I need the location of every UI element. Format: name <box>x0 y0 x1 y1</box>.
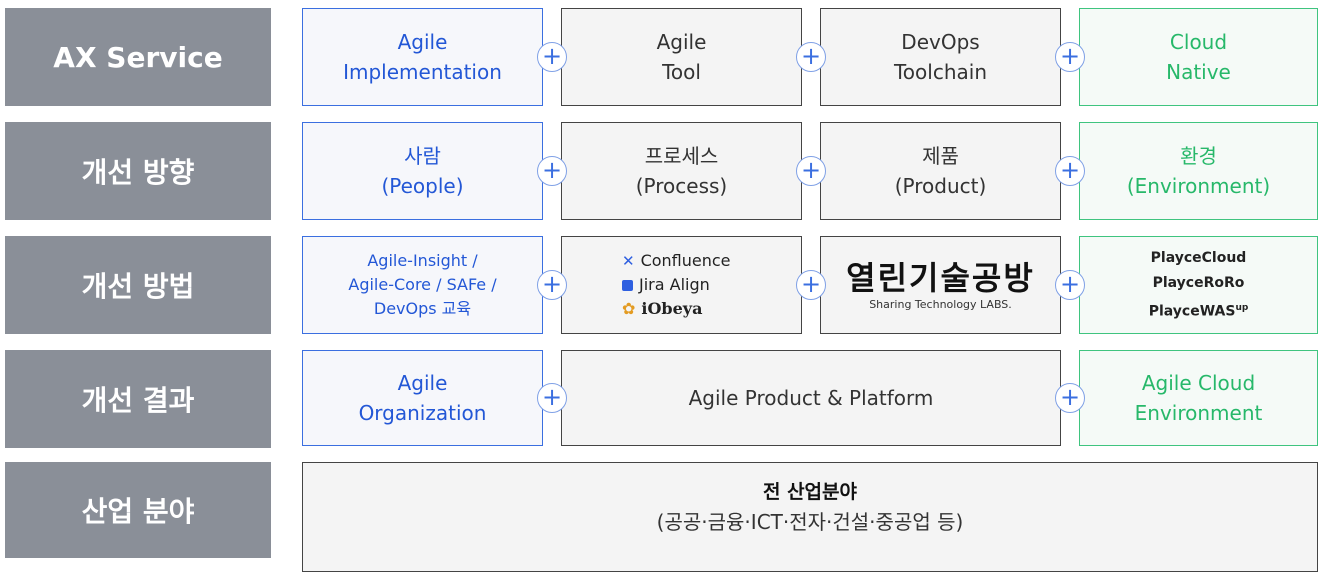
cell-line: Toolchain <box>893 60 987 84</box>
open-tech-lab-tagline: Sharing Technology LABS. <box>869 298 1012 311</box>
industry-title: 전 산업분야 <box>762 481 857 503</box>
plus-icon: + <box>537 383 567 413</box>
cell-line: Native <box>1166 60 1231 84</box>
cell-agile-implementation: Agile Implementation <box>302 8 543 106</box>
jira-align-icon <box>622 279 633 291</box>
cell-line: DevOps 교육 <box>373 299 472 318</box>
cell-line: (Environment) <box>1126 174 1271 198</box>
cell-agile-organization: Agile Organization <box>302 350 543 446</box>
cell-line: Environment <box>1134 401 1263 425</box>
cell-line: (People) <box>381 174 464 198</box>
cell-devops-toolchain: DevOps Toolchain <box>820 8 1061 106</box>
plus-icon: + <box>537 42 567 72</box>
cell-line: 사람 <box>404 144 441 168</box>
row-label-direction: 개선 방향 <box>5 122 271 220</box>
tool-name: iObeya <box>641 299 703 318</box>
cell-agile-tools: ✕ Confluence Jira Align ✿ iObeya <box>561 236 802 334</box>
tool-iobeya: ✿ iObeya <box>622 297 702 321</box>
cell-education: Agile-Insight / Agile-Core / SAFe / DevO… <box>302 236 543 334</box>
tool-name: Confluence <box>640 251 731 270</box>
cell-line: Cloud <box>1169 30 1228 54</box>
playce-was-text: PlayceWAS <box>1148 303 1236 320</box>
cell-product: 제품 (Product) <box>820 122 1061 220</box>
cell-line: 제품 <box>922 144 959 168</box>
cell-line: 프로세스 <box>644 144 719 168</box>
cell-line: (Process) <box>635 174 728 198</box>
plus-icon: + <box>796 270 826 300</box>
cell-agile-product-platform: Agile Product & Platform <box>561 350 1061 446</box>
cell-line: (Product) <box>894 174 987 198</box>
cell-line: Agile-Insight / <box>367 251 478 270</box>
plus-icon: + <box>1055 270 1085 300</box>
cell-agile-cloud-environment: Agile Cloud Environment <box>1079 350 1318 446</box>
cell-line: Agile <box>397 30 448 54</box>
open-tech-lab-logo: 열린기술공방 <box>846 259 1035 297</box>
plus-icon: + <box>796 156 826 186</box>
cell-line: 환경 <box>1180 144 1217 168</box>
cell-people: 사람 (People) <box>302 122 543 220</box>
cell-line: Agile-Core / SAFe / <box>348 275 497 294</box>
plus-icon: + <box>796 42 826 72</box>
cell-line: Agile Cloud <box>1141 371 1256 395</box>
cell-playce-products: PlayceCloud PlayceRoRo PlayceWASup <box>1079 236 1318 334</box>
cell-line: Organization <box>358 401 487 425</box>
cell-process: 프로세스 (Process) <box>561 122 802 220</box>
cell-line: Tool <box>662 60 701 84</box>
industry-detail: (공공·금융·ICT·전자·건설·중공업 등) <box>656 510 964 534</box>
row-label-industry: 산업 분야 <box>5 462 271 558</box>
cell-line: DevOps <box>901 30 980 54</box>
cell-line: Agile <box>397 371 448 395</box>
plus-icon: + <box>1055 156 1085 186</box>
plus-icon: + <box>537 156 567 186</box>
tool-confluence: ✕ Confluence <box>622 249 731 273</box>
playce-was-logo: PlayceWASup <box>1149 296 1249 325</box>
tool-name: Jira Align <box>639 275 710 294</box>
cell-line: Agile <box>656 30 707 54</box>
cell-cloud-native: Cloud Native <box>1079 8 1318 106</box>
row-label-service: AX Service <box>5 8 271 106</box>
playce-roro-logo: PlayceRoRo <box>1152 274 1245 291</box>
iobeya-icon: ✿ <box>622 299 636 318</box>
cell-agile-tool: Agile Tool <box>561 8 802 106</box>
plus-icon: + <box>537 270 567 300</box>
confluence-icon: ✕ <box>622 252 635 270</box>
playce-cloud-logo: PlayceCloud <box>1150 249 1247 266</box>
plus-icon: + <box>1055 42 1085 72</box>
cell-all-industries: 전 산업분야 (공공·금융·ICT·전자·건설·중공업 등) <box>302 462 1318 572</box>
playce-was-sup: up <box>1235 302 1249 313</box>
cell-line: Agile Product & Platform <box>688 386 934 410</box>
plus-icon: + <box>1055 383 1085 413</box>
cell-open-tech-lab: 열린기술공방 Sharing Technology LABS. <box>820 236 1061 334</box>
cell-environment: 환경 (Environment) <box>1079 122 1318 220</box>
tool-jira-align: Jira Align <box>622 273 710 297</box>
row-label-method: 개선 방법 <box>5 236 271 334</box>
row-label-result: 개선 결과 <box>5 350 271 448</box>
cell-line: Implementation <box>343 60 502 84</box>
